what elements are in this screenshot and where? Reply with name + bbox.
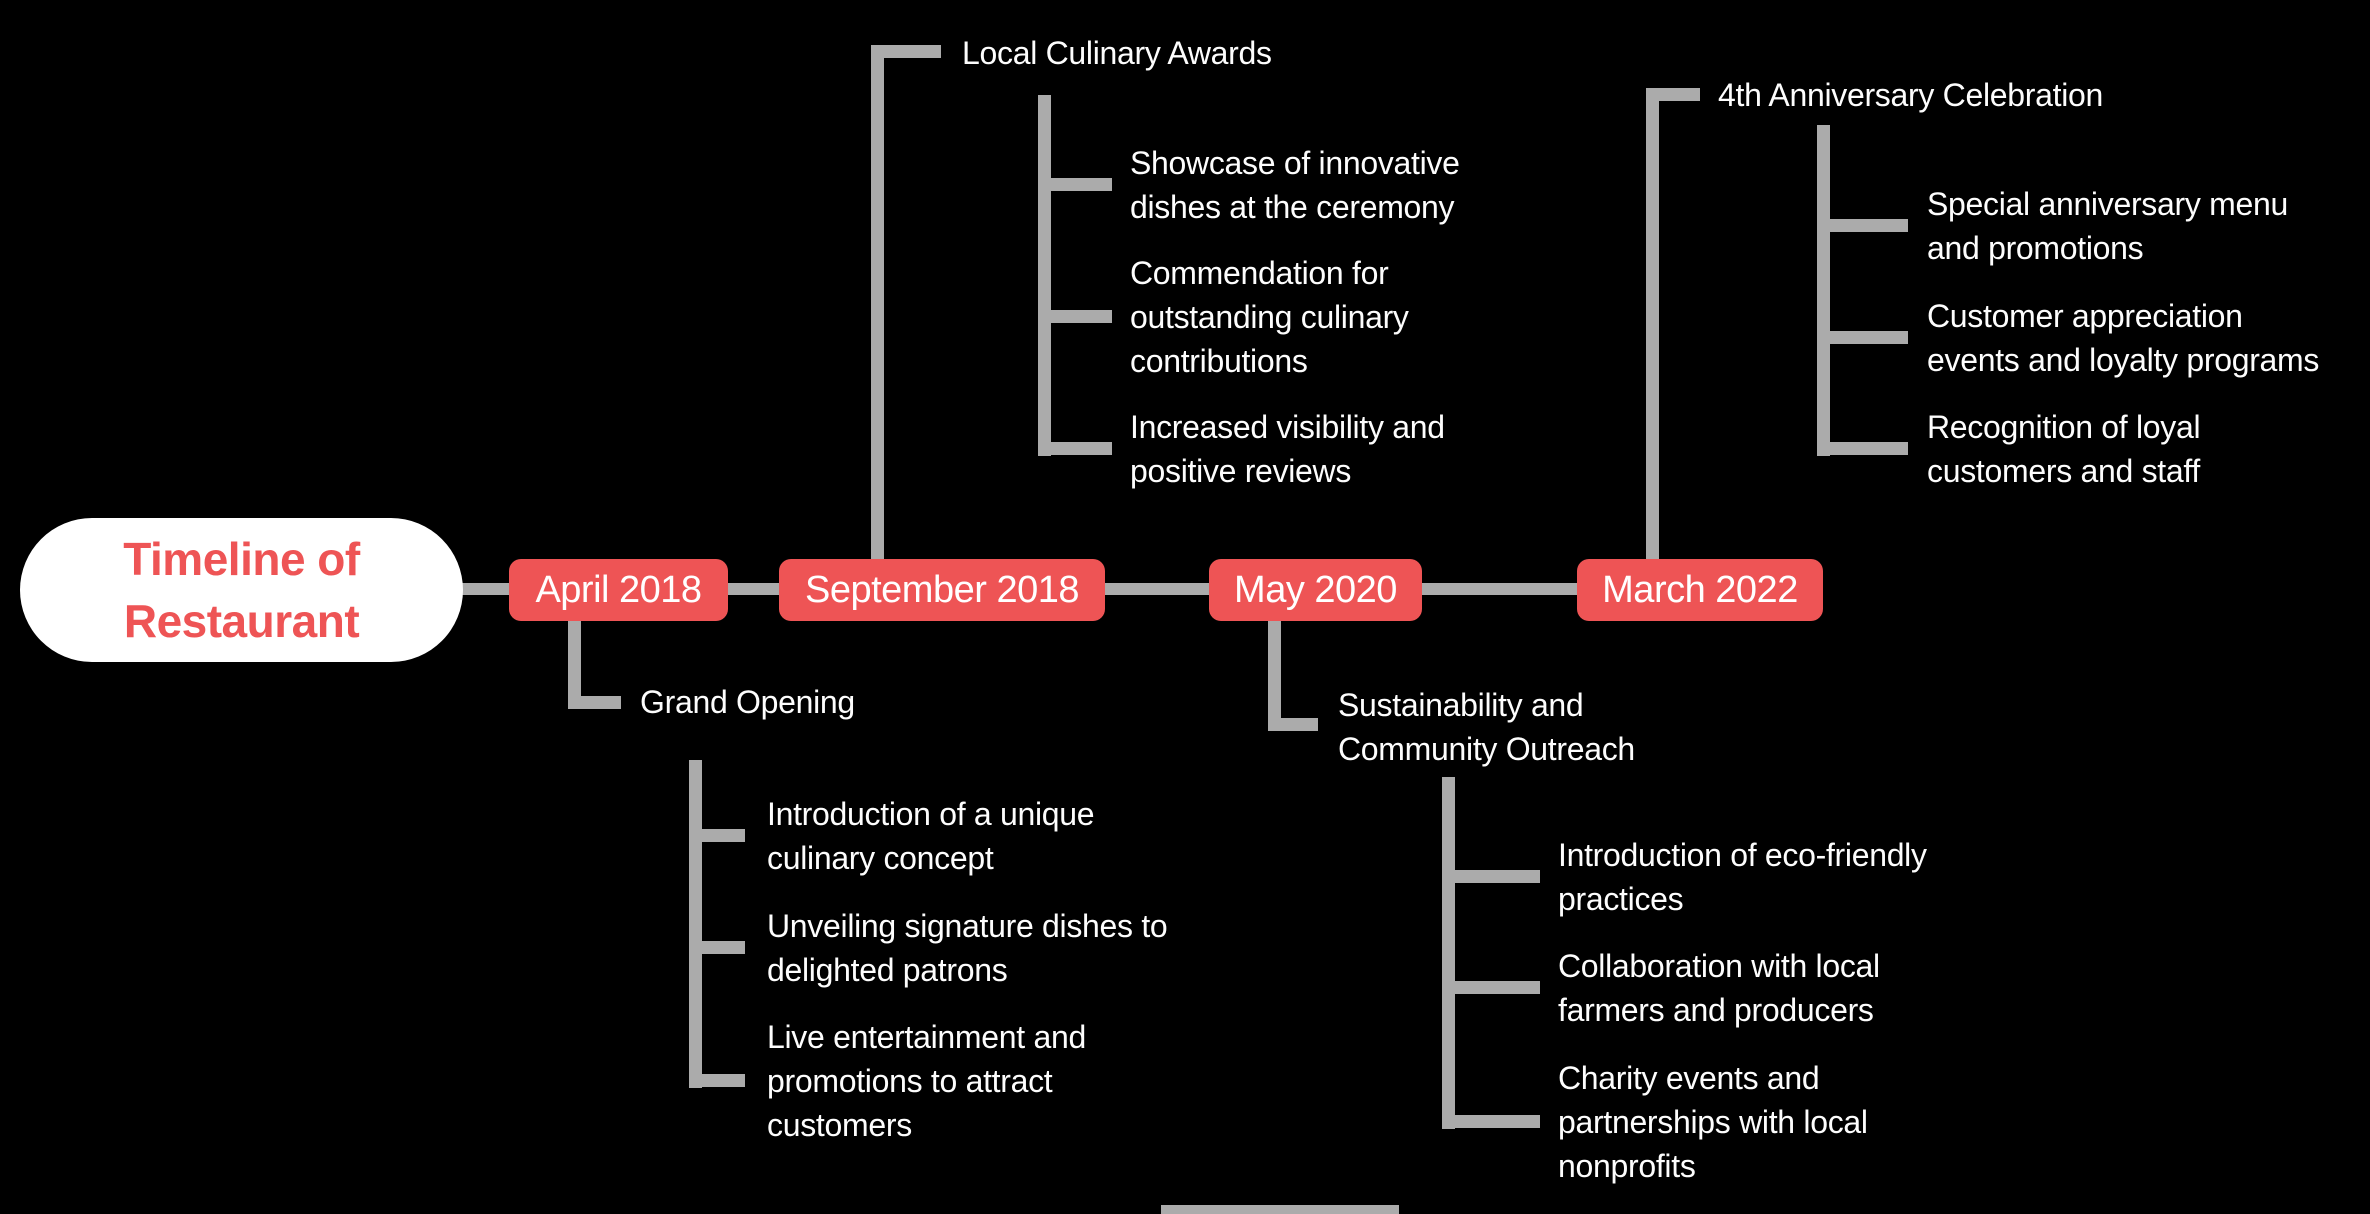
item-text: Introduction of a unique culinary concep… (767, 796, 1095, 876)
item-text: Special anniversary menu and promotions (1927, 186, 2288, 266)
item-text: Recognition of loyal customers and staff (1927, 409, 2201, 489)
subitem-stub (689, 829, 745, 842)
subitem-line-local-culinary-awards (1038, 95, 1051, 456)
subitem-stub (689, 1074, 745, 1087)
item-text: Showcase of innovative dishes at the cer… (1130, 145, 1460, 225)
subitem-line-4th-anniversary (1817, 125, 1830, 456)
root-node: Timeline of Restaurant (20, 518, 463, 662)
topic-local-culinary-awards: Local Culinary Awards (962, 35, 1272, 71)
branch-line-march-2022 (1646, 88, 1659, 559)
subitem-line-grand-opening (689, 760, 702, 1088)
root-title: Timeline of Restaurant (123, 533, 360, 647)
subitem-line-sustainability (1442, 777, 1455, 1129)
timeline-node-may-2020: May 2020 (1209, 559, 1422, 621)
branch-elbow-april-2018 (568, 696, 621, 709)
subitem-stub (1817, 442, 1908, 455)
subitem-stub (1038, 310, 1112, 323)
branch-line-april-2018 (568, 621, 581, 709)
subitem-stub (1442, 1115, 1540, 1128)
item-text: Increased visibility and positive review… (1130, 409, 1445, 489)
branch-elbow-september-2018 (871, 45, 941, 58)
cropped-line-fragment (1161, 1205, 1399, 1214)
subitem-stub (1442, 981, 1540, 994)
subitem-stub (1817, 219, 1908, 232)
subitem-stub (1038, 442, 1112, 455)
item-text: Live entertainment and promotions to att… (767, 1019, 1086, 1143)
subitem-stub (1038, 178, 1112, 191)
item-text: Unveiling signature dishes to delighted … (767, 908, 1168, 988)
subitem-stub (1442, 870, 1540, 883)
branch-elbow-may-2020 (1268, 718, 1318, 731)
topic-sustainability-community-outreach: Sustainability and Community Outreach (1338, 687, 1635, 767)
topic-4th-anniversary-celebration: 4th Anniversary Celebration (1718, 77, 2104, 113)
item-text: Collaboration with local farmers and pro… (1558, 948, 1880, 1028)
item-text: Commendation for outstanding culinary co… (1130, 255, 1409, 379)
subitem-stub (1817, 331, 1908, 344)
item-text: Introduction of eco-friendly practices (1558, 837, 1927, 917)
timeline-node-april-2018: April 2018 (509, 559, 728, 621)
topic-grand-opening: Grand Opening (640, 684, 855, 720)
branch-line-september-2018 (871, 45, 884, 559)
timeline-node-march-2022: March 2022 (1577, 559, 1823, 621)
timeline-node-september-2018: September 2018 (779, 559, 1105, 621)
item-text: Charity events and partnerships with loc… (1558, 1060, 1868, 1184)
branch-line-may-2020 (1268, 621, 1281, 731)
subitem-stub (689, 941, 745, 954)
branch-elbow-march-2022 (1646, 88, 1700, 101)
item-text: Customer appreciation events and loyalty… (1927, 298, 2320, 378)
